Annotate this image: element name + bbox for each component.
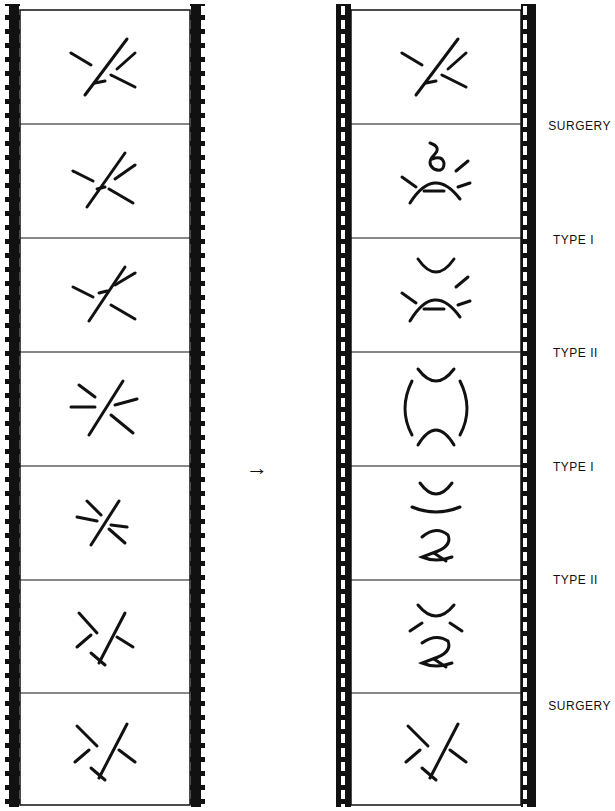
move-label: TYPE I [553, 460, 594, 474]
move-label: TYPE II [553, 573, 598, 587]
knot-crossing [71, 39, 137, 780]
arrow-symbol: → [246, 455, 268, 481]
move-label: SURGERY [548, 119, 611, 133]
film-strip [336, 4, 536, 807]
move-label: SURGERY [548, 699, 611, 713]
film-strip [5, 4, 205, 807]
knot-surgery [402, 39, 470, 780]
move-label: TYPE I [553, 233, 594, 247]
move-label: TYPE II [553, 346, 598, 360]
